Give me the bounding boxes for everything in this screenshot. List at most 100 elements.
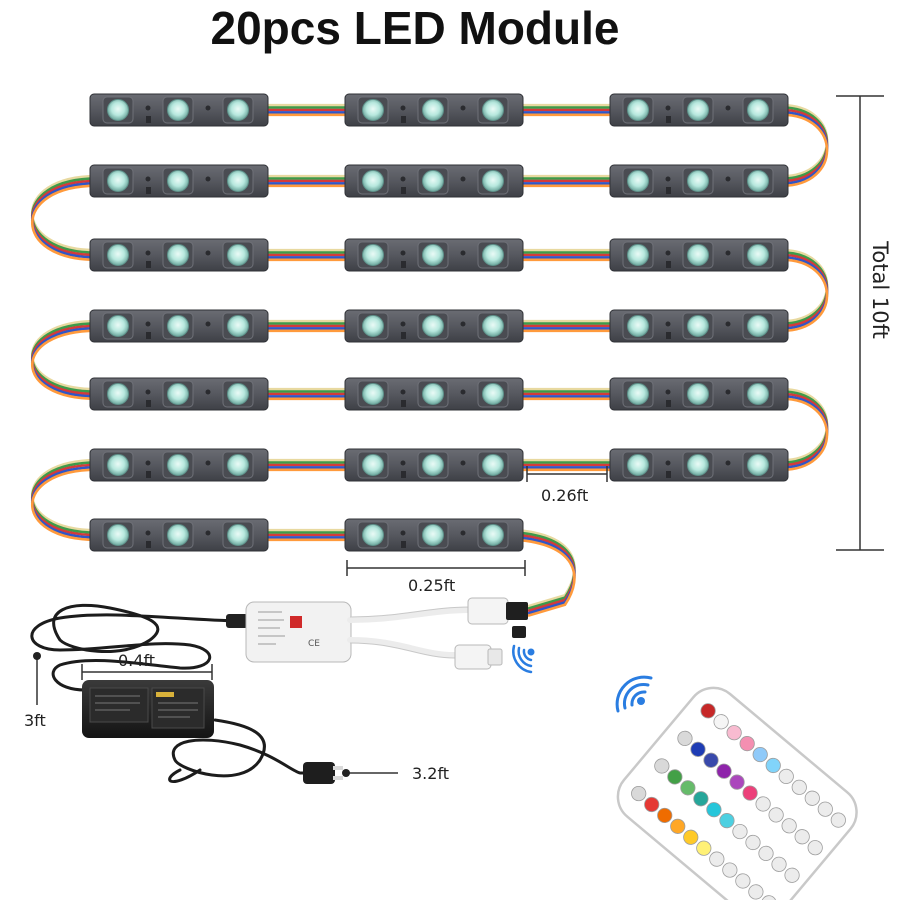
led-chip: [747, 99, 769, 121]
led-chip: [167, 454, 189, 476]
led-chip: [227, 383, 249, 405]
total-length-label: Total 10ft: [868, 241, 892, 339]
page-title: 20pcs LED Module: [210, 2, 620, 54]
led-chip: [747, 383, 769, 405]
led-chip: [627, 383, 649, 405]
led-chip: [747, 454, 769, 476]
led-module: [89, 238, 269, 272]
ir-receiver-signal-icon: [512, 644, 535, 674]
led-module: [344, 518, 524, 552]
remote-key: [768, 807, 784, 823]
led-chip: [747, 315, 769, 337]
remote-key: [726, 725, 742, 741]
remote-key: [739, 736, 755, 752]
remote-key: [667, 769, 683, 785]
led-chip: [362, 524, 384, 546]
led-chip: [627, 244, 649, 266]
led-chip: [107, 170, 129, 192]
led-module: [609, 377, 789, 411]
led-chip: [227, 315, 249, 337]
remote-key: [709, 851, 725, 867]
controller-leads-outline: [349, 606, 471, 659]
remote-key: [654, 758, 670, 774]
module-gap-label: 0.26ft: [541, 486, 589, 505]
remote-key: [732, 823, 748, 840]
ac-plug: [303, 762, 343, 784]
led-chip: [362, 315, 384, 337]
power-cords: [30, 603, 332, 784]
led-chip: [422, 99, 444, 121]
led-chip: [107, 244, 129, 266]
led-module: [609, 309, 789, 343]
remote-control: [616, 686, 858, 900]
module-length-line: [346, 560, 526, 576]
remote-key: [784, 867, 800, 883]
led-module: [89, 518, 269, 552]
remote-key: [722, 862, 738, 878]
remote-key: [700, 703, 716, 719]
remote-key: [706, 802, 722, 818]
led-module: [344, 448, 524, 482]
led-chip: [627, 315, 649, 337]
svg-text:CE: CE: [308, 639, 320, 649]
remote-key: [781, 818, 797, 834]
remote-key: [804, 790, 820, 806]
led-module: [89, 309, 269, 343]
led-module: [344, 309, 524, 343]
led-chip: [107, 99, 129, 121]
ribbon-wires: [30, 103, 829, 618]
led-module: [609, 448, 789, 482]
led-chip: [362, 383, 384, 405]
remote-key: [807, 840, 823, 856]
remote-key: [778, 768, 794, 784]
remote-key: [735, 873, 751, 889]
remote-key: [794, 829, 810, 845]
remote-key: [690, 741, 706, 757]
led-chip: [227, 244, 249, 266]
remote-key: [791, 779, 807, 795]
led-chip: [747, 244, 769, 266]
led-chip: [482, 524, 504, 546]
remote-key: [683, 829, 699, 845]
remote-key: [716, 763, 732, 779]
total-length-bracket: [836, 95, 884, 551]
led-chip: [687, 99, 709, 121]
led-chip: [627, 454, 649, 476]
controller-box: CE: [226, 601, 352, 663]
adapter-width-label: 0.4ft: [118, 651, 156, 670]
remote-signal-icon: [615, 675, 653, 713]
led-module: [344, 93, 524, 127]
led-module: [89, 377, 269, 411]
remote-key: [719, 813, 735, 829]
led-chip: [107, 315, 129, 337]
power-adapter: [82, 680, 214, 738]
remote-key: [644, 796, 660, 813]
dc-cable-label: 3ft: [24, 711, 46, 730]
led-chip: [167, 315, 189, 337]
led-chip: [687, 454, 709, 476]
remote-key: [745, 834, 761, 851]
led-chip: [627, 99, 649, 121]
remote-key: [742, 785, 758, 801]
led-module: [344, 164, 524, 198]
remote-key: [680, 780, 696, 796]
dc-cable-pointer: [33, 652, 41, 705]
led-chip: [227, 170, 249, 192]
led-module: [344, 238, 524, 272]
led-module: [89, 93, 269, 127]
adapter-width-line: [81, 664, 213, 680]
led-chip: [482, 383, 504, 405]
remote-key: [755, 796, 771, 812]
led-modules: [89, 93, 789, 552]
remote-key: [748, 884, 764, 900]
led-chip: [362, 99, 384, 121]
remote-key: [677, 730, 693, 747]
led-chip: [167, 383, 189, 405]
led-module: [344, 377, 524, 411]
remote-key: [758, 845, 774, 862]
led-chip: [167, 170, 189, 192]
led-chip: [482, 315, 504, 337]
module-length-label: 0.25ft: [408, 576, 456, 595]
remote-key: [670, 818, 686, 834]
